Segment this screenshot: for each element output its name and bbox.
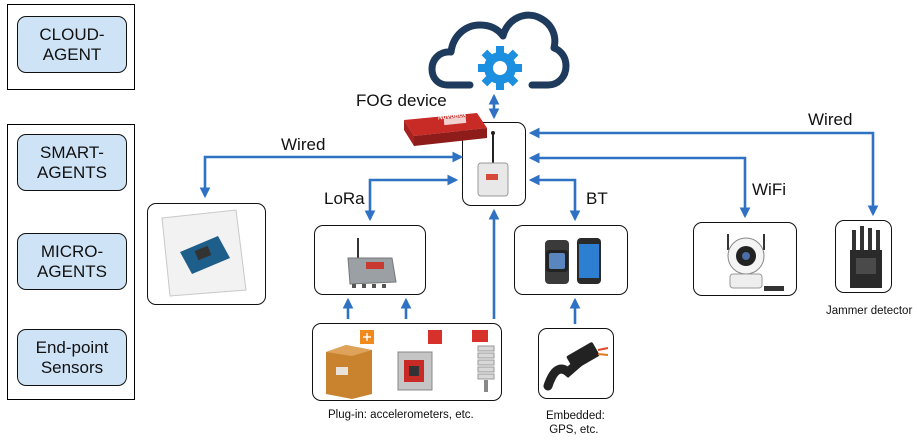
arrow-fog-jammer-wired	[528, 127, 879, 217]
bt-label: BT	[586, 189, 608, 208]
smartwatch-icon	[545, 240, 569, 284]
arrow-fog-bt	[528, 174, 581, 222]
fog-device-label: FOG device	[356, 91, 447, 110]
micro-agents-box: MICRO- AGENTS	[17, 233, 127, 290]
jammer-detector-label: Jammer detector	[826, 305, 913, 317]
gear-icon	[478, 46, 522, 90]
lora-gateway-icon	[347, 238, 397, 288]
connection-arrows	[199, 93, 879, 324]
arrow-fog-smartagent-wired	[199, 151, 464, 199]
temperature-sensor-icon	[472, 330, 495, 392]
nuvobox-icon	[404, 113, 487, 146]
wifi-label: WiFi	[752, 180, 786, 199]
wired-right-label: Wired	[808, 110, 853, 129]
bt-devices-box	[514, 225, 628, 295]
fog-gateway-icon	[477, 131, 509, 197]
arrow-fog-lora	[364, 174, 459, 222]
cloud-agent-box: CLOUD- AGENT	[17, 16, 127, 73]
smart-agents-box: SMART- AGENTS	[17, 134, 127, 191]
smart-agent-board-icon	[161, 209, 247, 297]
accelerometer-sensor-icon	[326, 330, 374, 399]
lora-label: LoRa	[324, 189, 365, 208]
jammer-detector-icon	[850, 226, 882, 288]
arrow-fog-wifi	[528, 152, 751, 219]
gps-module-icon	[543, 342, 609, 391]
plugin-sensors-label: Plug-in: accelerometers, etc.	[328, 409, 474, 421]
endpoint-sensors-box: End-point Sensors	[17, 329, 127, 386]
wifi-camera-icon	[727, 234, 784, 291]
smartphone-icon	[577, 238, 601, 284]
cloud-icon	[428, 11, 570, 89]
tilt-sensor-icon	[397, 330, 442, 391]
wired-left-label: Wired	[281, 135, 326, 154]
embedded-gps-label: Embedded: GPS, etc.	[546, 410, 605, 436]
